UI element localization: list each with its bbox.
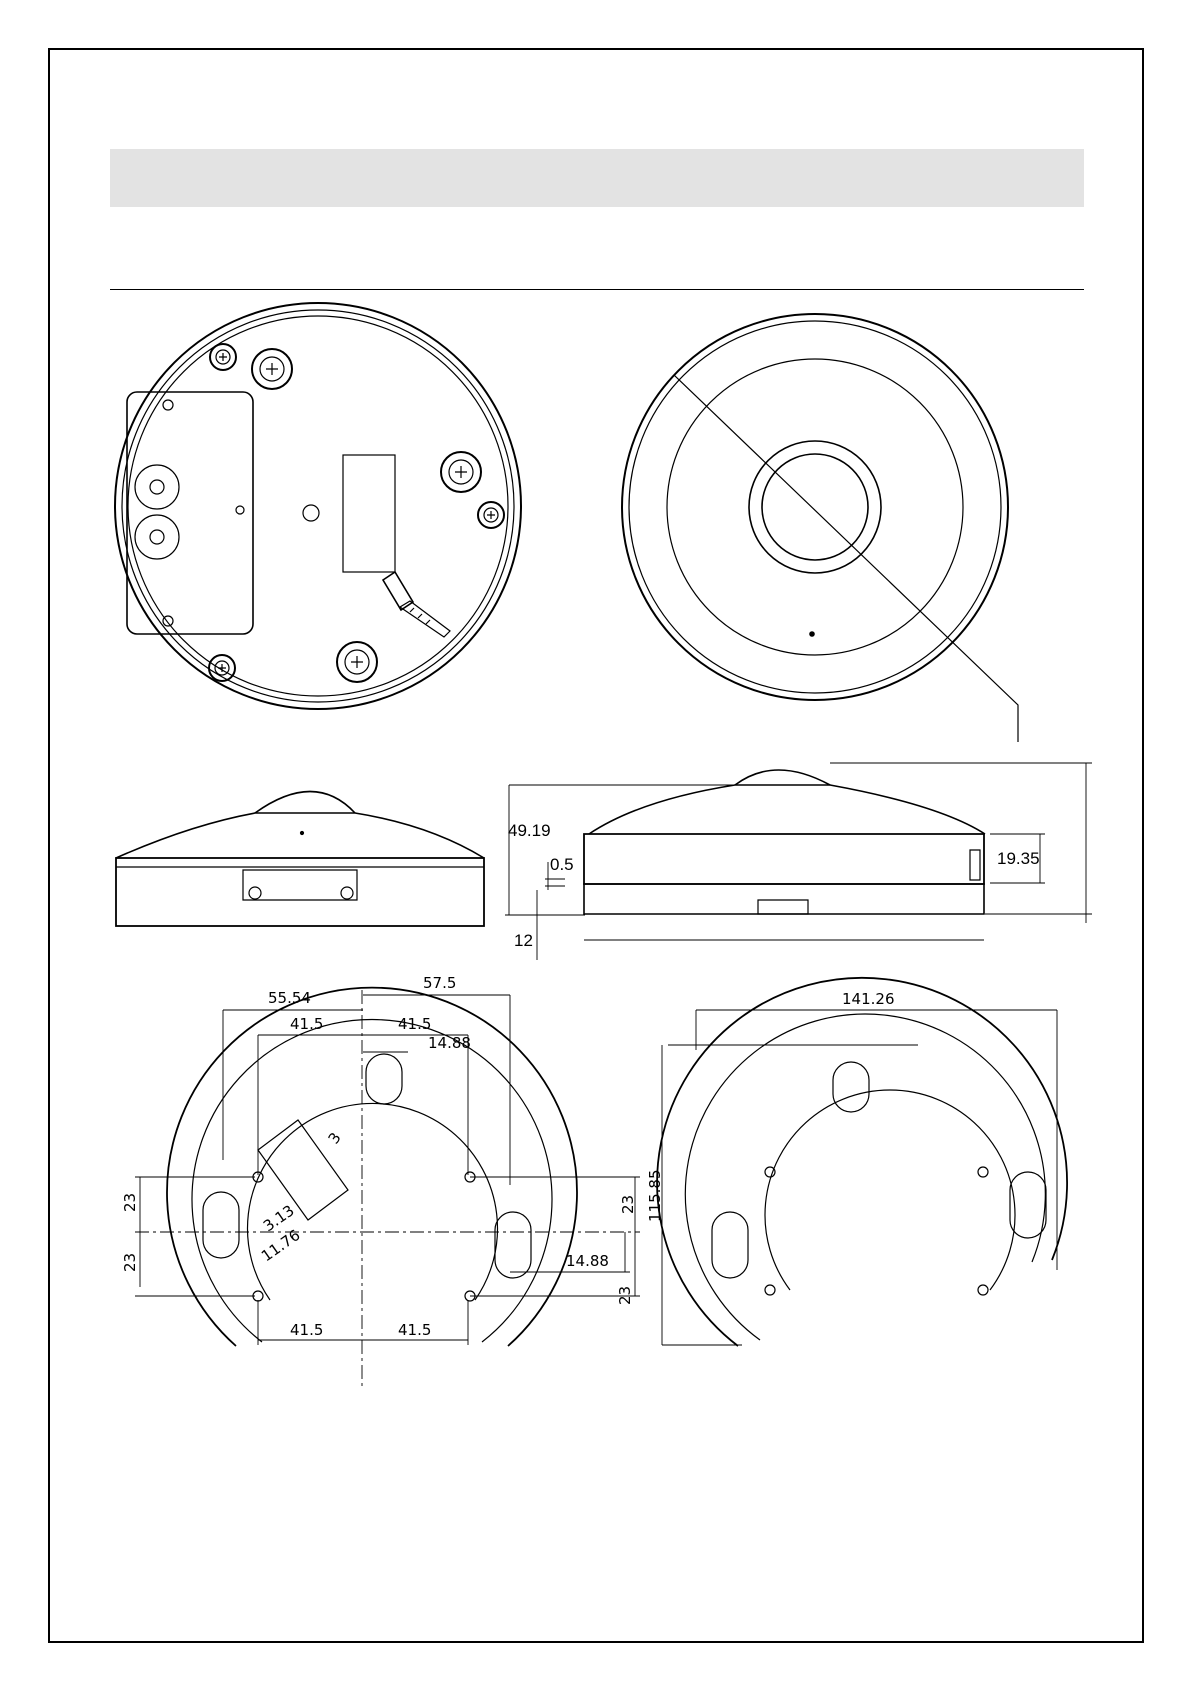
dim-bottom-left: 41.5 [290, 1321, 323, 1339]
dim-slot-right: 14.88 [566, 1252, 609, 1270]
dim-hole-lower-left: 23 [121, 1253, 139, 1272]
dim-hole-left: 41.5 [290, 1015, 323, 1033]
side-view-left [116, 792, 484, 927]
dim-step: 0.5 [550, 855, 574, 874]
dim-bracket2-height: 115.85 [646, 1170, 664, 1223]
bottom-view [115, 303, 521, 709]
dim-body-height: 19.35 [997, 849, 1040, 868]
bracket-right [657, 978, 1067, 1346]
dim-height-total: 49.19 [508, 821, 551, 840]
dim-bottom-right: 41.5 [398, 1321, 431, 1339]
dim-bracket-left-width: 55.54 [268, 989, 311, 1007]
dim-rib-width: 3 [325, 1129, 345, 1147]
top-view [622, 314, 1018, 742]
dim-slot-offset: 14.88 [428, 1034, 471, 1052]
dim-bracket2-width: 141.26 [842, 990, 895, 1008]
dim-bracket-right-span: 57.5 [423, 974, 456, 992]
bracket-left [135, 988, 640, 1390]
dim-hole-upper-left: 23 [121, 1193, 139, 1212]
dim-hole-lower-right: 23 [616, 1286, 634, 1305]
dim-hole-upper-right: 23 [619, 1195, 637, 1214]
dim-base-offset: 12 [514, 931, 533, 950]
dim-hole-right: 41.5 [398, 1015, 431, 1033]
